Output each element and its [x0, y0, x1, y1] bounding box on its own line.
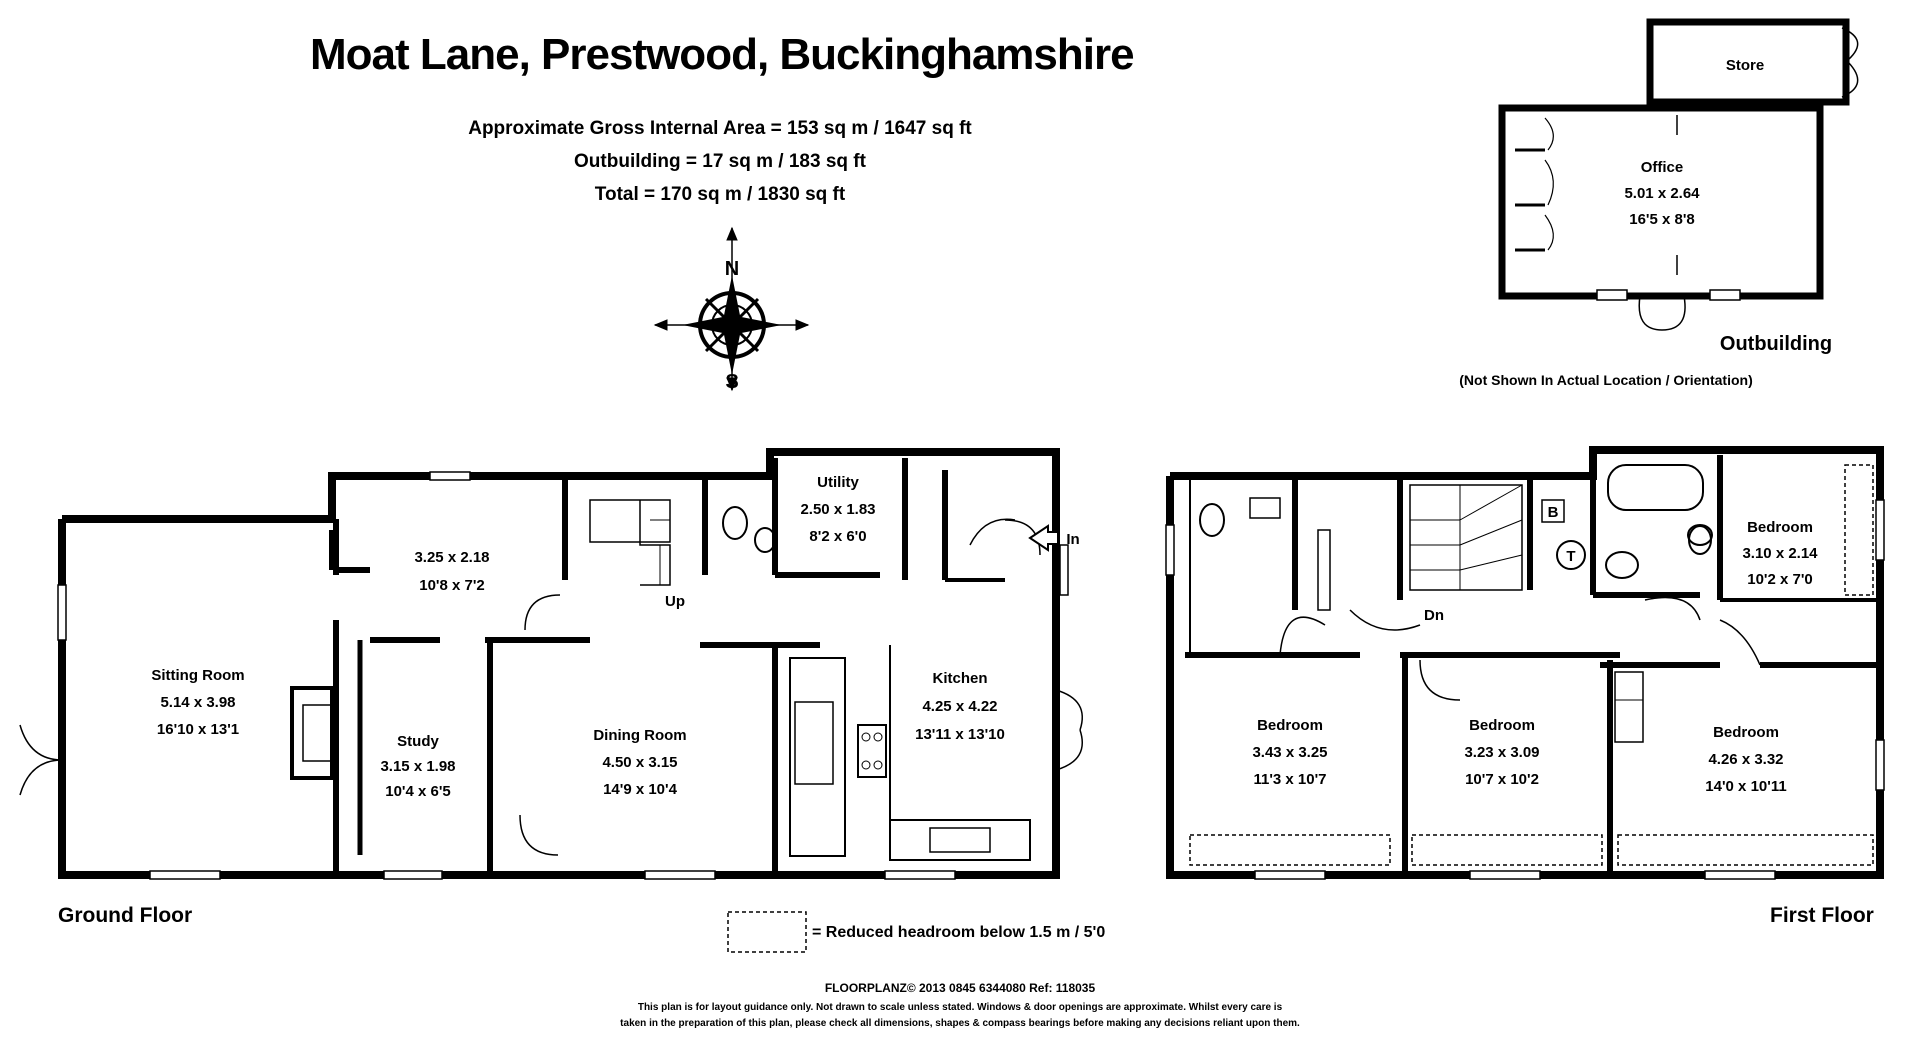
- utility-imperial: 8'2 x 6'0: [809, 528, 866, 545]
- sitting-room-label: Sitting Room: [151, 667, 244, 684]
- area-summary: Approximate Gross Internal Area = 153 sq…: [370, 112, 1070, 211]
- outbuilding-caption: Outbuilding: [1720, 333, 1832, 355]
- kitchen-metric: 4.25 x 4.22: [922, 698, 997, 715]
- entrance-room-imperial: 10'8 x 7'2: [419, 577, 485, 594]
- office-imperial: 16'5 x 8'8: [1629, 211, 1695, 228]
- sitting-room-metric: 5.14 x 3.98: [160, 694, 235, 711]
- kitchen-imperial: 13'11 x 13'10: [915, 726, 1005, 743]
- kitchen-label: Kitchen: [932, 670, 987, 687]
- study-imperial: 10'4 x 6'5: [385, 783, 451, 800]
- ground-floor-plan: [19, 448, 1083, 880]
- tank-label: T: [1566, 548, 1575, 565]
- legend-text: = Reduced headroom below 1.5 m / 5'0: [812, 924, 1105, 941]
- first-floor-caption: First Floor: [1770, 904, 1874, 927]
- dining-room-imperial: 14'9 x 10'4: [603, 781, 678, 798]
- bedroom-1-imperial: 10'2 x 7'0: [1747, 571, 1813, 588]
- compass-rose: [653, 226, 810, 392]
- bedroom-4-metric: 4.26 x 3.32: [1708, 751, 1783, 768]
- area-line-gia: Approximate Gross Internal Area = 153 sq…: [468, 118, 972, 139]
- footer-company: FLOORPLANZ© 2013 0845 6344080 Ref: 11803…: [825, 981, 1096, 995]
- utility-label: Utility: [817, 474, 859, 491]
- bedroom-2-metric: 3.43 x 3.25: [1252, 744, 1327, 761]
- bedroom-3-metric: 3.23 x 3.09: [1464, 744, 1539, 761]
- entrance-room-metric: 3.25 x 2.18: [414, 549, 489, 566]
- area-line-outbuilding: Outbuilding = 17 sq m / 183 sq ft: [574, 151, 866, 172]
- bedroom-3-label: Bedroom: [1469, 717, 1535, 734]
- boiler-label: B: [1548, 504, 1559, 521]
- bedroom-2-label: Bedroom: [1257, 717, 1323, 734]
- compass-south-label: S: [725, 371, 738, 393]
- study-metric: 3.15 x 1.98: [380, 758, 455, 775]
- outbuilding-note: (Not Shown In Actual Location / Orientat…: [1459, 372, 1752, 388]
- dining-room-label: Dining Room: [593, 727, 686, 744]
- reduced-headroom-swatch: [727, 911, 807, 953]
- bedroom-1-metric: 3.10 x 2.14: [1742, 545, 1818, 562]
- compass-north-label: N: [725, 258, 739, 280]
- bedroom-1-label: Bedroom: [1747, 519, 1813, 536]
- stairs-down-label: Dn: [1424, 607, 1444, 624]
- sitting-room-imperial: 16'10 x 13'1: [157, 721, 239, 738]
- stairs-up-label: Up: [665, 593, 685, 610]
- outbuilding-store-label: Store: [1726, 57, 1764, 74]
- office-metric: 5.01 x 2.64: [1624, 185, 1700, 202]
- ground-floor-caption: Ground Floor: [58, 904, 192, 927]
- first-floor-plan: [1165, 446, 1885, 880]
- footer-disclaimer-2: taken in the preparation of this plan, p…: [620, 1018, 1300, 1029]
- study-label: Study: [397, 733, 439, 750]
- entrance-in-label: In: [1066, 531, 1079, 548]
- area-line-total: Total = 170 sq m / 1830 sq ft: [594, 184, 846, 205]
- bedroom-4-imperial: 14'0 x 10'11: [1705, 778, 1786, 795]
- bedroom-2-imperial: 11'3 x 10'7: [1253, 771, 1326, 788]
- utility-metric: 2.50 x 1.83: [800, 501, 875, 518]
- dining-room-metric: 4.50 x 3.15: [602, 754, 677, 771]
- outbuilding-plan: [1498, 18, 1859, 331]
- footer-disclaimer-1: This plan is for layout guidance only. N…: [638, 1002, 1283, 1013]
- bedroom-3-imperial: 10'7 x 10'2: [1465, 771, 1539, 788]
- bedroom-4-label: Bedroom: [1713, 724, 1779, 741]
- page-title: Moat Lane, Prestwood, Buckinghamshire: [310, 30, 1135, 79]
- office-label: Office: [1641, 159, 1684, 176]
